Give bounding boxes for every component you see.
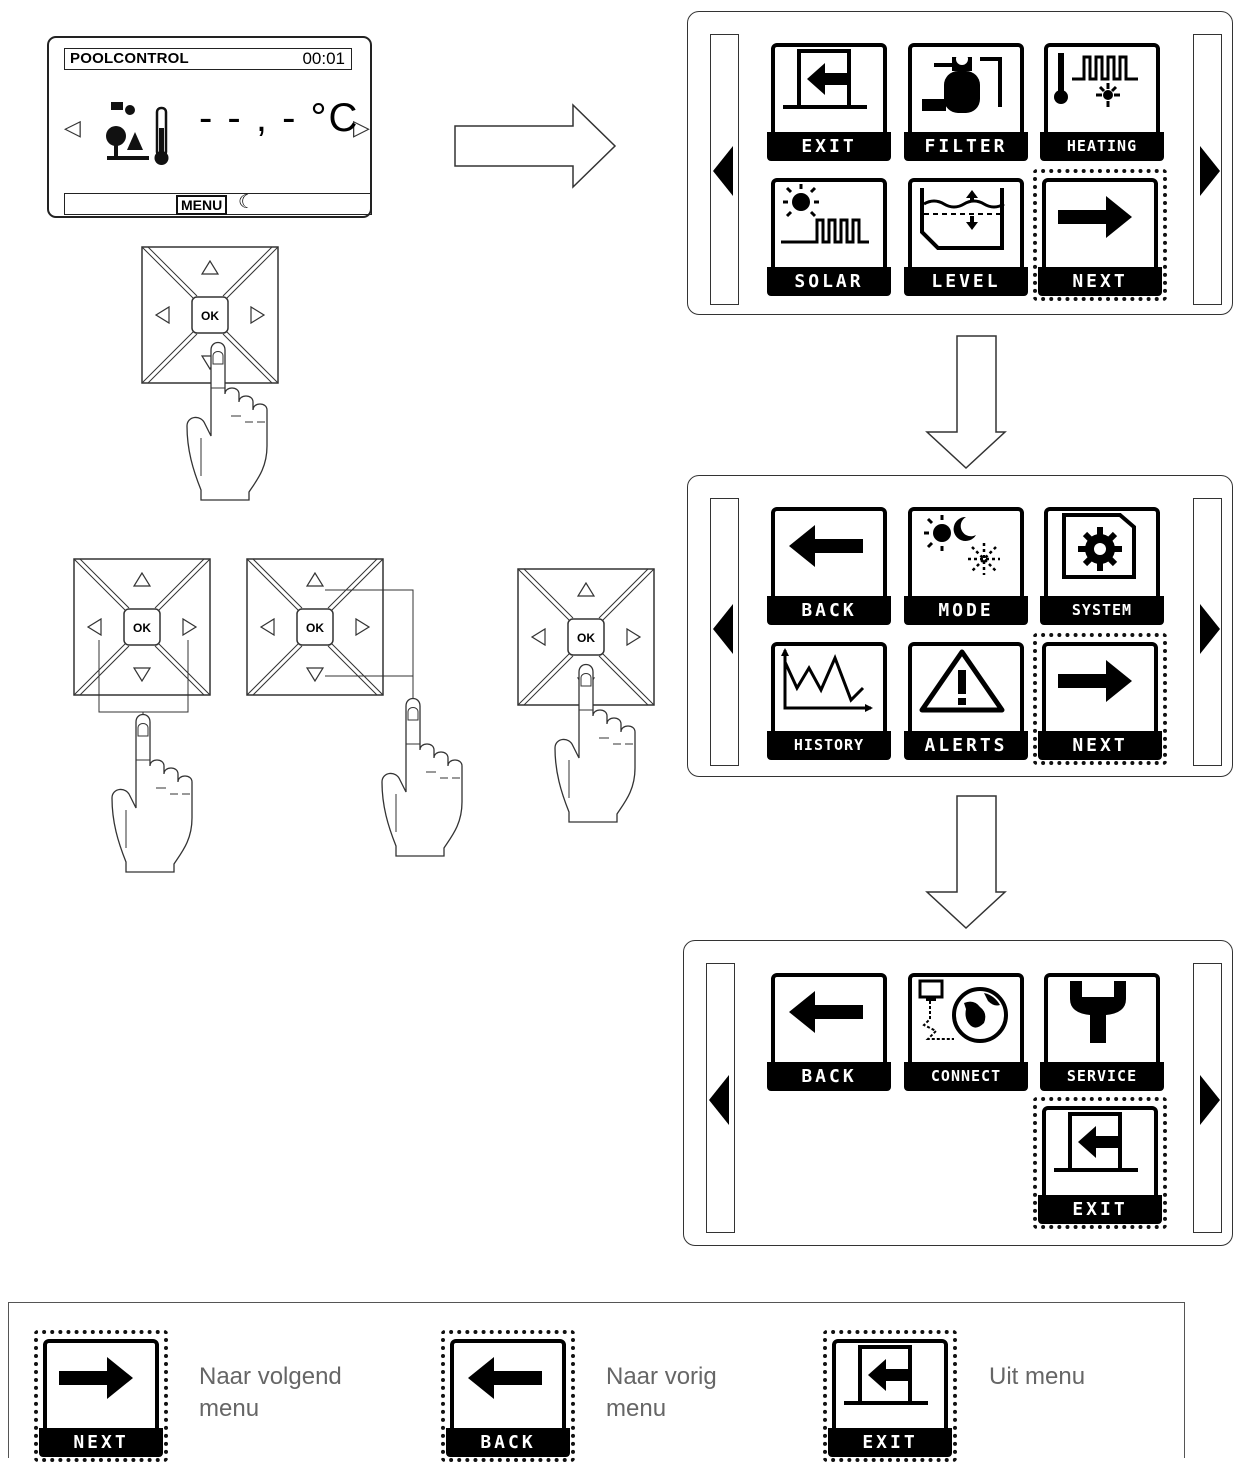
- tile-label: CONNECT: [904, 1062, 1028, 1091]
- menu-tile-back[interactable]: BACK: [767, 507, 891, 625]
- caret-right-icon[interactable]: [1198, 604, 1220, 654]
- tile-label: SOLAR: [767, 267, 891, 296]
- menu-tile-next[interactable]: NEXT: [1033, 169, 1167, 301]
- legend-text-next: Naar volgend menu: [199, 1361, 342, 1425]
- menu-tile-next[interactable]: NEXT: [1033, 633, 1167, 765]
- menu-tile-service[interactable]: SERVICE: [1040, 973, 1164, 1091]
- legend-tile-back: BACK: [441, 1330, 575, 1462]
- lcd-header: POOLCONTROL 00:01: [64, 48, 352, 70]
- legend-tile-next: NEXT: [34, 1330, 168, 1462]
- legend-line: Uit menu: [989, 1363, 1086, 1390]
- history-graph-icon: [781, 648, 873, 712]
- home-lcd-screen: POOLCONTROL 00:01 ◁ ▷ - - , - °C MENU ☾: [47, 36, 372, 218]
- arrow-right-icon: [1058, 660, 1132, 702]
- arrow-right-icon: [1058, 196, 1132, 238]
- caret-right-icon[interactable]: [1198, 146, 1220, 196]
- menu-tile-heating[interactable]: HEATING: [1040, 43, 1164, 161]
- legend-line: menu: [606, 1395, 667, 1422]
- menu-tile-solar[interactable]: SOLAR: [767, 178, 891, 296]
- keypad-ok: [141, 246, 279, 384]
- lcd-time: 00:01: [302, 49, 345, 68]
- tree-weather-icon: [106, 102, 169, 165]
- lcd-title: POOLCONTROL: [70, 50, 189, 67]
- lcd-footer: MENU ☾: [64, 191, 372, 215]
- keypad-arrows-left-right: [73, 558, 211, 696]
- water-level-icon: [920, 188, 1005, 250]
- connect-globe-icon: [918, 979, 1008, 1043]
- tile-label: BACK: [767, 596, 891, 625]
- menu-tile-connect[interactable]: CONNECT: [904, 973, 1028, 1091]
- tile-label: NEXT: [1038, 267, 1162, 296]
- tile-label: ALERTS: [904, 731, 1028, 760]
- day-night-mode-icon: [924, 515, 1000, 575]
- pointing-hand: [381, 697, 463, 857]
- caret-left-icon[interactable]: [709, 1075, 731, 1125]
- solar-icon: [781, 184, 869, 244]
- moon-icon: ☾: [238, 191, 256, 213]
- arrow-down-icon: [925, 335, 1007, 470]
- legend-line: Naar vorig: [606, 1363, 717, 1390]
- tile-label: NEXT: [39, 1428, 163, 1457]
- menu-tile-level[interactable]: LEVEL: [904, 178, 1028, 296]
- menu-tile-mode[interactable]: MODE: [904, 507, 1028, 625]
- arrow-left-icon: [468, 1357, 542, 1399]
- pointing-hand: [111, 713, 193, 873]
- exit-door-icon: [783, 49, 867, 109]
- warning-triangle-icon: [919, 649, 1005, 713]
- lcd-temperature: - - , - °C: [199, 96, 360, 140]
- tile-label: LEVEL: [904, 267, 1028, 296]
- heating-icon: [1054, 53, 1138, 107]
- arrow-right-icon: [454, 103, 617, 189]
- caret-right-icon[interactable]: [1198, 1075, 1220, 1125]
- exit-door-icon: [1054, 1112, 1138, 1172]
- exit-door-icon: [844, 1345, 928, 1405]
- lcd-menu-button[interactable]: MENU: [176, 195, 228, 215]
- legend-tile-exit: EXIT: [823, 1330, 957, 1462]
- legend-line: menu: [199, 1395, 260, 1422]
- arrow-left-icon: [789, 991, 863, 1033]
- legend-line: Naar volgend: [199, 1363, 342, 1390]
- legend-box: NEXT Naar volgend menu BACK Naar vorig m…: [8, 1302, 1185, 1462]
- filter-pump-icon: [922, 53, 1002, 113]
- menu-tile-history[interactable]: HISTORY: [767, 642, 891, 760]
- caret-left-icon[interactable]: [713, 146, 735, 196]
- tile-label: SERVICE: [1040, 1062, 1164, 1091]
- arrow-down-icon: [925, 795, 1007, 930]
- menu-tile-system[interactable]: SYSTEM: [1040, 507, 1164, 625]
- tile-label: EXIT: [828, 1428, 952, 1457]
- menu-tile-back[interactable]: BACK: [767, 973, 891, 1091]
- arrow-left-icon: [789, 525, 863, 567]
- chevron-left-icon: ◁: [64, 116, 81, 141]
- wrench-icon: [1070, 981, 1126, 1043]
- tile-label: SYSTEM: [1040, 596, 1164, 625]
- keypad-arrows-up-down: [246, 558, 384, 696]
- tile-label: HISTORY: [767, 731, 891, 760]
- tile-label: NEXT: [1038, 731, 1162, 760]
- tile-label: EXIT: [767, 132, 891, 161]
- arrow-right-icon: [59, 1357, 133, 1399]
- legend-text-exit: Uit menu: [989, 1361, 1085, 1393]
- tile-label: HEATING: [1040, 132, 1164, 161]
- tile-label: BACK: [767, 1062, 891, 1091]
- menu-tile-filter[interactable]: FILTER: [904, 43, 1028, 161]
- tile-label: EXIT: [1038, 1195, 1162, 1224]
- system-gear-icon: [1062, 513, 1136, 579]
- tile-label: BACK: [446, 1428, 570, 1457]
- tile-label: MODE: [904, 596, 1028, 625]
- menu-tile-exit[interactable]: EXIT: [767, 43, 891, 161]
- menu-tile-exit[interactable]: EXIT: [1033, 1097, 1167, 1229]
- legend-text-back: Naar vorig menu: [606, 1361, 717, 1425]
- tile-label: FILTER: [904, 132, 1028, 161]
- caret-left-icon[interactable]: [713, 604, 735, 654]
- menu-tile-alerts[interactable]: ALERTS: [904, 642, 1028, 760]
- chevron-right-icon: ▷: [353, 116, 370, 141]
